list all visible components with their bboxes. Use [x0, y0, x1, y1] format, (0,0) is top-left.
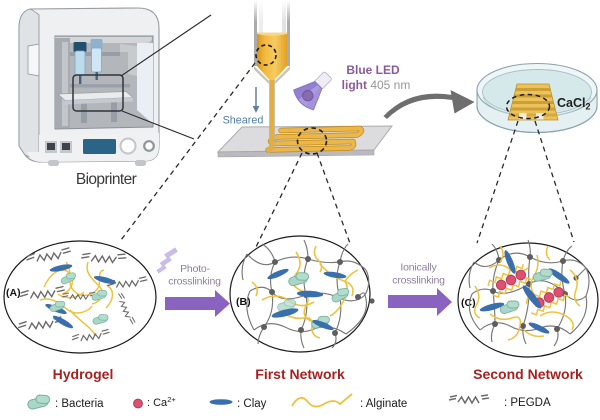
svg-text:(C): (C) — [461, 297, 476, 309]
svg-text:(B): (B) — [236, 296, 251, 308]
svg-text:Sheared: Sheared — [223, 115, 264, 127]
svg-text:: Bacteria: : Bacteria — [55, 398, 104, 410]
svg-text:First Network: First Network — [255, 366, 345, 382]
svg-text:Blue LED: Blue LED — [346, 63, 400, 77]
svg-text:Ionically: Ionically — [400, 262, 437, 274]
svg-text:Bioprinter: Bioprinter — [76, 171, 137, 188]
svg-text:(A): (A) — [6, 287, 21, 299]
svg-text:crosslinking: crosslinking — [392, 275, 445, 287]
svg-text:: Clay: : Clay — [237, 398, 267, 410]
svg-text:: Ca2+: : Ca2+ — [147, 395, 176, 409]
svg-text:crosslinking: crosslinking — [168, 276, 221, 288]
svg-text:CaCl2: CaCl2 — [557, 96, 591, 112]
svg-text:Hydrogel: Hydrogel — [53, 366, 114, 382]
svg-text:: PEGDA: : PEGDA — [504, 397, 551, 409]
svg-text:light 405 nm: light 405 nm — [342, 78, 411, 92]
svg-text:Second Network: Second Network — [473, 366, 583, 382]
svg-text:: Alginate: : Alginate — [360, 398, 407, 410]
svg-text:Photo-: Photo- — [180, 263, 210, 275]
